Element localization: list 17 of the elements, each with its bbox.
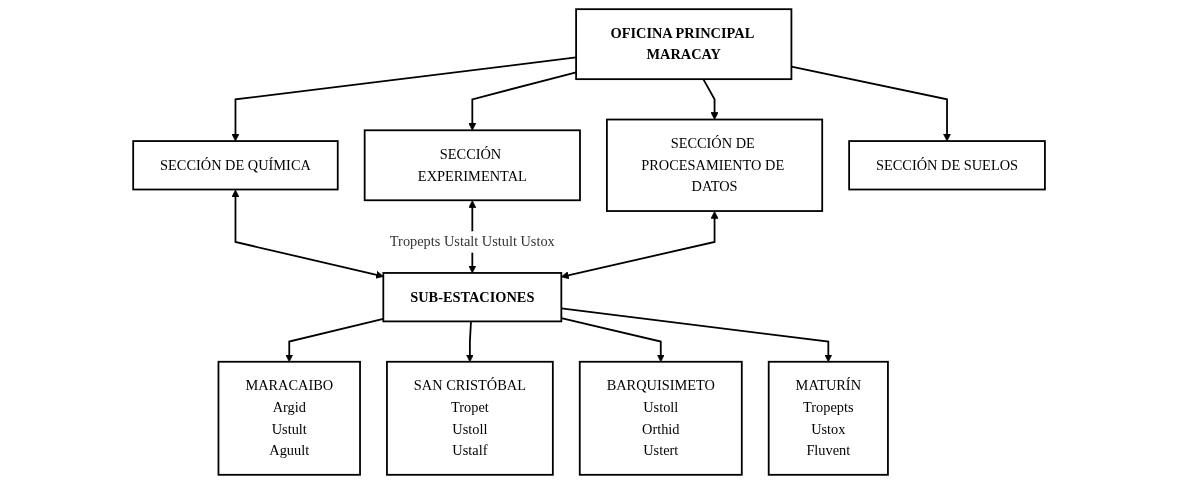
node-box: SECCIÓN EXPERIMENTAL	[363, 129, 581, 202]
node-box: SECCIÓN DE PROCESAMIENTO DE DATOS	[605, 118, 824, 212]
node-box: MATURÍN Tropepts Ustox Fluvent	[767, 360, 889, 476]
arrow	[231, 189, 384, 279]
arrow	[465, 320, 474, 363]
arrow	[560, 211, 719, 280]
edge-label: Tropepts Ustalt Ustult Ustox	[389, 233, 555, 250]
arrow	[231, 56, 577, 142]
node-box: SUB-ESTACIONES	[382, 272, 563, 323]
node-box: MARACAIBO Argid Ustult Aguult	[217, 360, 361, 476]
arrow	[468, 71, 577, 131]
node-box: SECCIÓN DE QUÍMICA	[132, 140, 339, 191]
node-box: OFICINA PRINCIPAL MARACAY	[575, 8, 793, 81]
node-box: BARQUISIMETO Ustoll Orthid Ustert	[578, 360, 743, 476]
node-box: SAN CRISTÓBAL Tropet Ustoll Ustalf	[386, 360, 554, 476]
arrow	[702, 78, 719, 120]
node-box: SECCIÓN DE SUELOS	[848, 140, 1046, 191]
